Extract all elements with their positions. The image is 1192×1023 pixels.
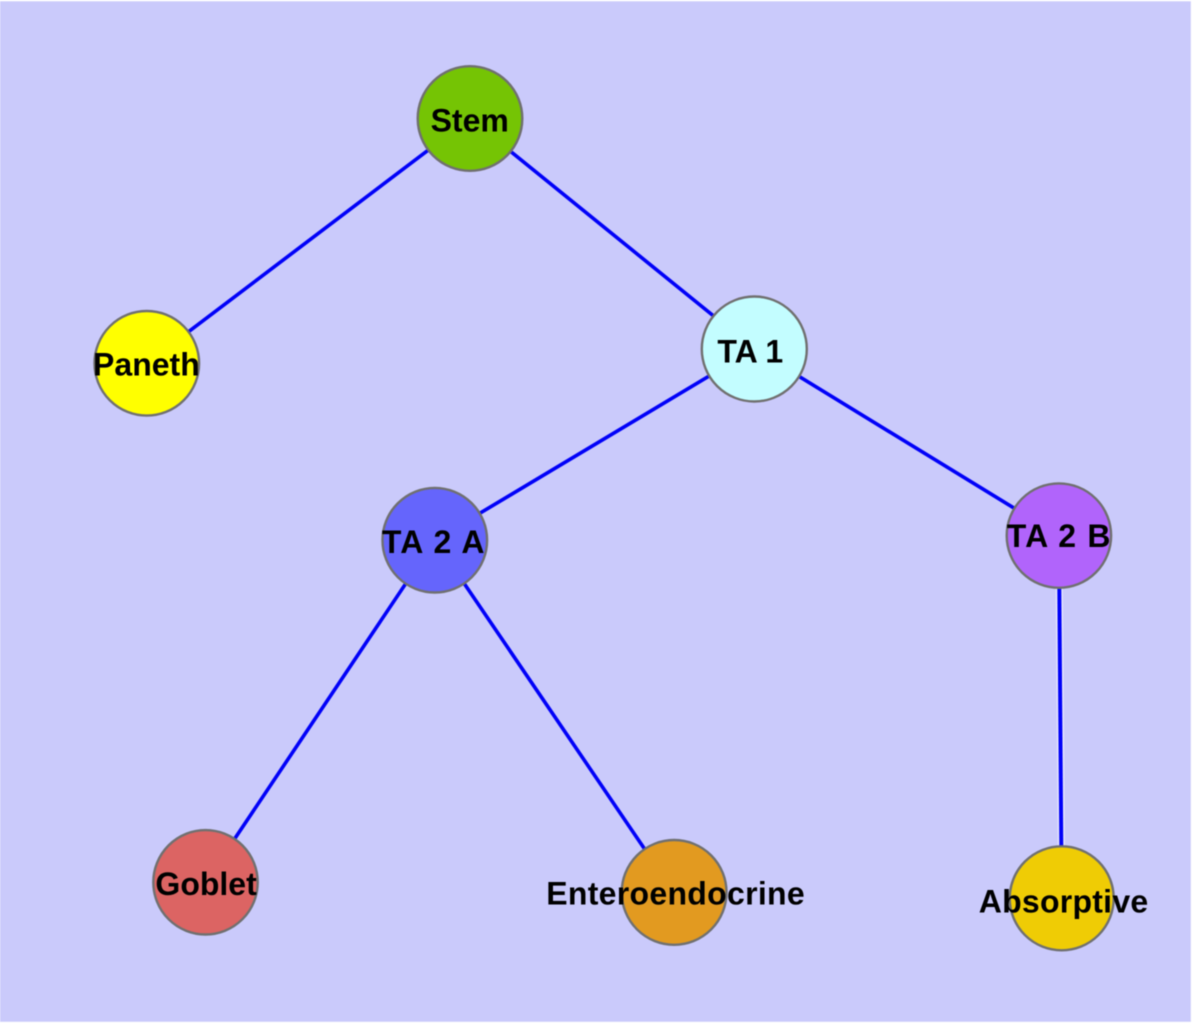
svg-text:TA 2 B: TA 2 B (1007, 518, 1112, 554)
svg-text:Stem: Stem (431, 103, 509, 139)
svg-text:Absorptive: Absorptive (979, 884, 1149, 920)
svg-text:TA 2 A: TA 2 A (382, 524, 486, 560)
svg-text:Enteroendocrine: Enteroendocrine (546, 876, 805, 912)
svg-text:Paneth: Paneth (93, 347, 200, 383)
svg-text:TA 1: TA 1 (717, 334, 783, 370)
svg-text:Goblet: Goblet (155, 866, 257, 902)
